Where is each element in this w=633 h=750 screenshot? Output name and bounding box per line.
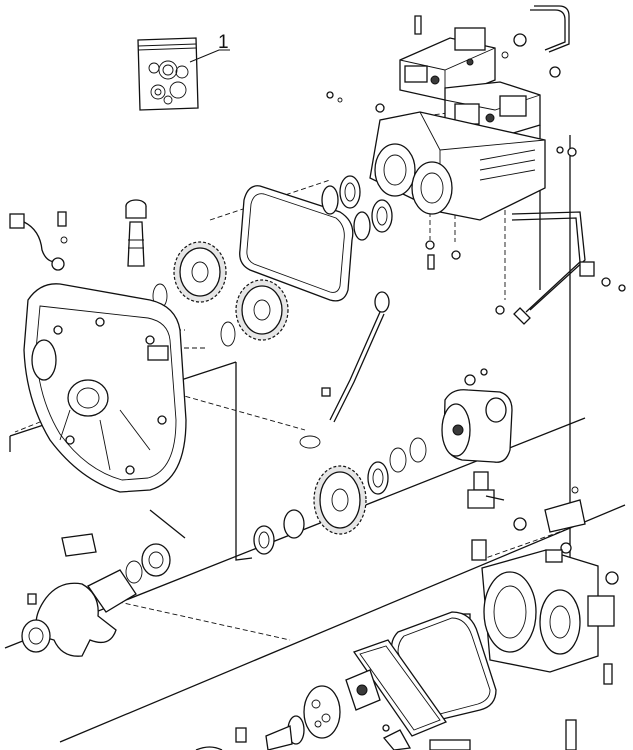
suction-strainer[interactable] [195, 669, 471, 750]
pressure-sensor[interactable] [125, 199, 147, 267]
callout-number-1: 1 [218, 32, 229, 53]
charge-pump[interactable] [441, 368, 527, 561]
gear-train-middle[interactable] [253, 435, 427, 555]
flexible-coupling[interactable] [21, 533, 171, 657]
transmission-housing[interactable] [23, 283, 187, 493]
gasket-seal-rings-bottom[interactable] [352, 611, 497, 737]
callout-leader-line [189, 49, 230, 63]
cover-gasket[interactable] [239, 185, 354, 302]
cover-plate-small[interactable] [544, 486, 586, 554]
seal-kit-bag[interactable] [137, 37, 199, 111]
hydraulic-pipe-right[interactable] [511, 5, 595, 325]
small-fittings-top [326, 33, 626, 315]
oil-dipstick[interactable] [321, 291, 390, 423]
hydraulic-pump-housing[interactable] [369, 111, 546, 221]
speed-sensor-wire[interactable] [9, 211, 68, 271]
hydrostatic-motor[interactable] [461, 549, 619, 750]
bearing-set-upper[interactable] [321, 175, 393, 241]
drive-gear-upper[interactable] [173, 241, 289, 341]
